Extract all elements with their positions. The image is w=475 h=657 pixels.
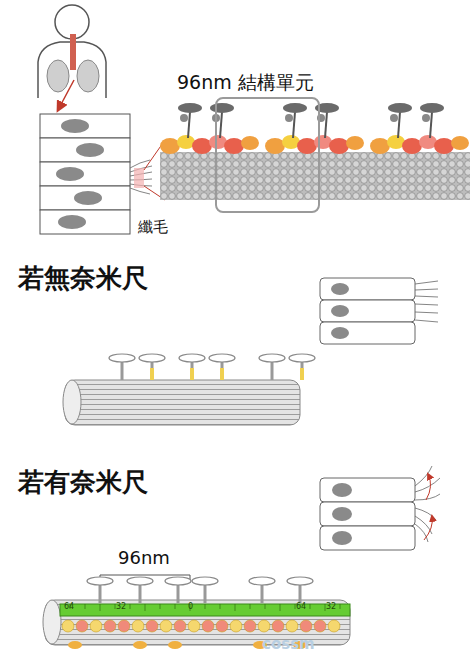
unit-label: 96nm 結構單元 bbox=[177, 73, 314, 92]
dimension-label: 96nm bbox=[118, 548, 170, 568]
section-heading: 若無奈米尺 bbox=[18, 264, 148, 293]
unit-box: 96nm 結構單元 bbox=[215, 97, 320, 213]
section-heading: 若有奈米尺 bbox=[18, 468, 148, 497]
watermark: cossm bbox=[262, 636, 315, 653]
ruler-number: 32 bbox=[326, 603, 336, 612]
ruler-number: 0 bbox=[188, 603, 193, 612]
cilia-label: 纖毛 bbox=[138, 219, 168, 236]
ruler-number: 32 bbox=[116, 603, 126, 612]
ruler-number: 64 bbox=[296, 603, 306, 612]
ruler-number: 64 bbox=[64, 603, 74, 612]
